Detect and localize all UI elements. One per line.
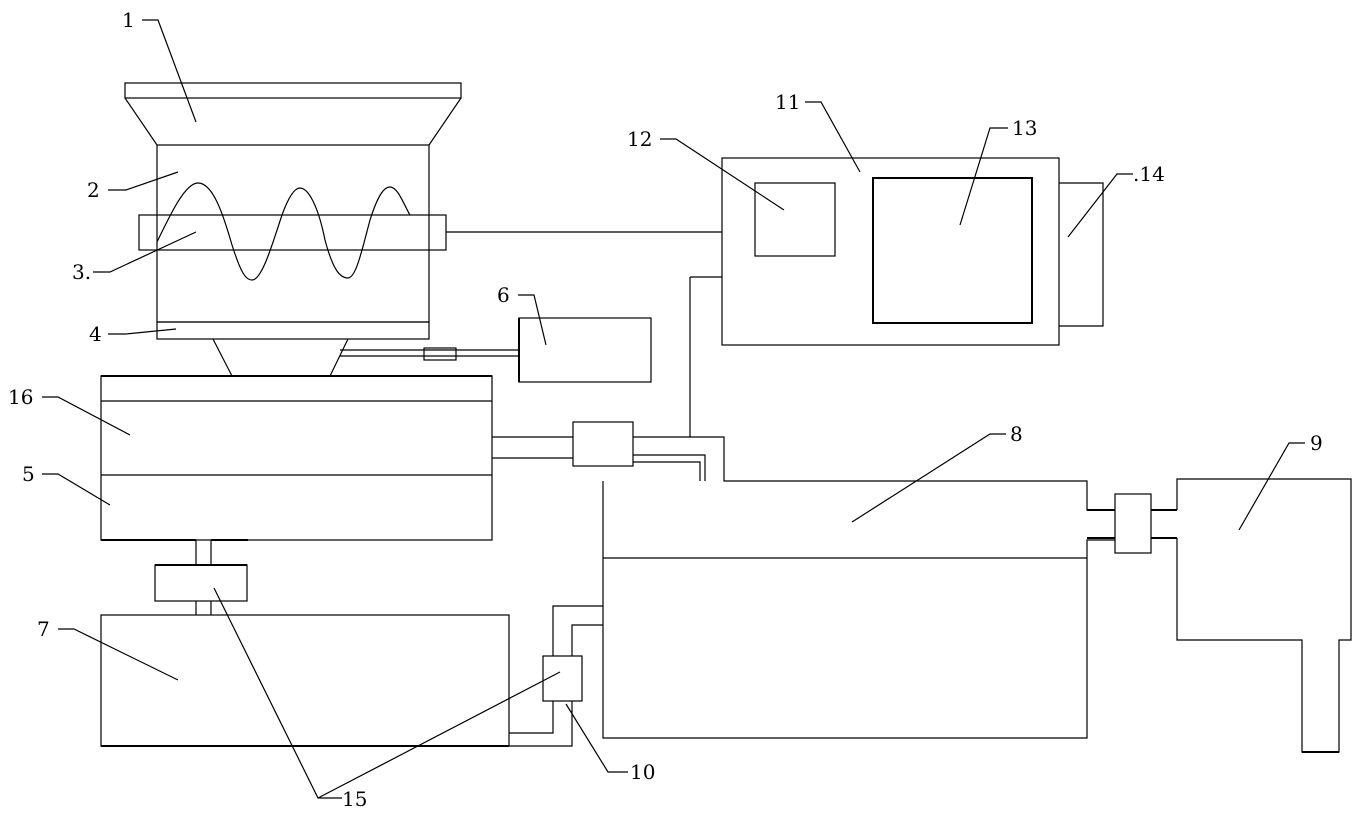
component-10-pump [509, 605, 603, 747]
label-1: 1 [122, 8, 135, 32]
component-13-screen [872, 177, 1033, 324]
leader-lines [42, 19, 1305, 799]
component-15-valve-upper [492, 276, 1115, 511]
label-8: 8 [1010, 422, 1023, 446]
component-9-unit [1176, 478, 1352, 753]
label-13: 13 [1012, 116, 1037, 140]
label-7: 7 [37, 617, 50, 641]
label-11: 11 [775, 90, 800, 114]
label-12: 12 [627, 127, 652, 151]
connector-8-9 [1087, 493, 1177, 554]
component-11-controller [446, 157, 1060, 346]
component-1-hopper [124, 82, 462, 146]
component-3-screw-shaft [138, 182, 447, 281]
component-7-lower-tank [100, 614, 510, 747]
label-6: 6 [497, 283, 510, 307]
component-15-valve-lower [101, 539, 248, 615]
label-15: 15 [342, 787, 367, 811]
component-2-chamber [156, 144, 430, 323]
label-16: 16 [8, 385, 33, 409]
label-10: 10 [630, 760, 655, 784]
labels: 1 2 3. 4 5 6 7 8 9 10 11 12 13 .14 15 16 [8, 8, 1323, 811]
component-4-plate [156, 321, 430, 377]
label-5: 5 [22, 462, 35, 486]
screw-helix [156, 182, 411, 281]
label-2: 2 [87, 178, 100, 202]
component-12-module [754, 182, 836, 257]
component-6-box [340, 317, 652, 383]
component-14-side-panel [1059, 182, 1104, 327]
label-3: 3. [72, 260, 91, 284]
connector-6 [423, 347, 457, 361]
component-16-5-body [100, 375, 493, 541]
label-14: .14 [1133, 162, 1165, 186]
label-9: 9 [1310, 431, 1323, 455]
component-8-tank [602, 481, 1115, 739]
label-4: 4 [89, 322, 102, 346]
